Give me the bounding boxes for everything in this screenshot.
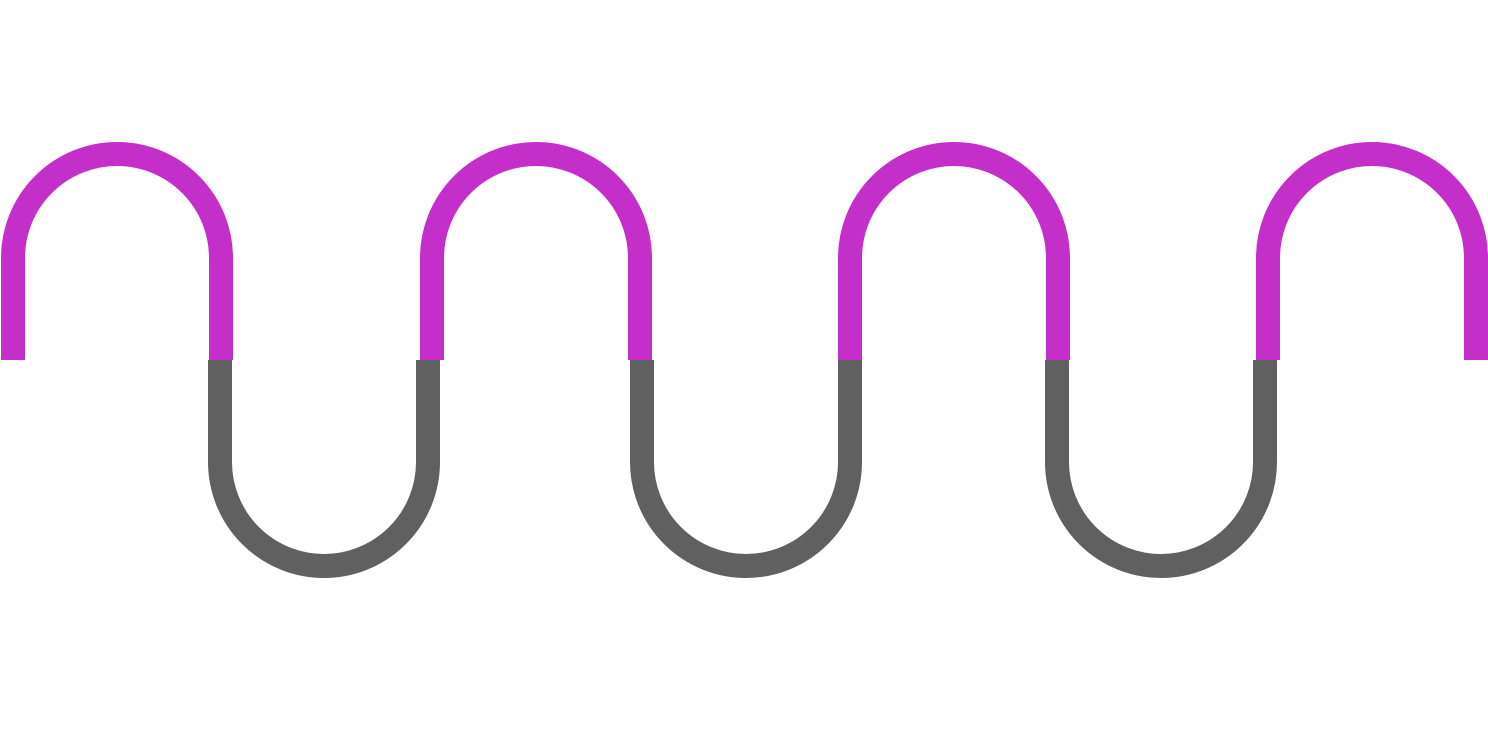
upper-arc-2 xyxy=(420,142,652,360)
lower-arc-3 xyxy=(1045,360,1277,578)
upper-arc-3 xyxy=(838,142,1070,360)
upper-arc-1 xyxy=(1,142,233,360)
upper-arc-4 xyxy=(1256,142,1488,360)
lower-arc-2 xyxy=(630,360,862,578)
lower-arc-1 xyxy=(208,360,440,578)
upper-arcs xyxy=(1,142,1488,360)
lower-arcs xyxy=(208,360,1277,578)
